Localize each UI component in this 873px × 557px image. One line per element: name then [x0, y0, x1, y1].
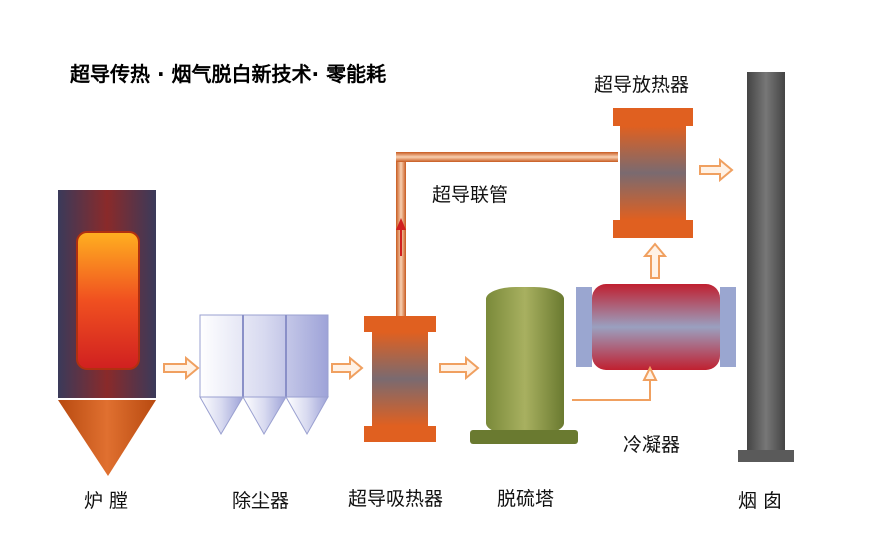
label-sc-pipe: 超导联管	[432, 184, 509, 206]
chimney	[738, 72, 794, 462]
sc-absorber-bottom-cap	[364, 426, 436, 442]
dust-collector	[199, 314, 329, 436]
dust-hopper-3	[285, 396, 329, 436]
label-sc-absorber: 超导吸热器	[348, 488, 444, 510]
arrow-absorber-to-tower	[439, 355, 480, 381]
condenser	[576, 284, 736, 370]
pipe-horizontal	[396, 152, 618, 162]
sc-releaser	[613, 108, 693, 238]
sc-absorber-body	[372, 332, 428, 426]
diagram-title: 超导传热 · 烟气脱白新技术· 零能耗	[70, 62, 387, 86]
condenser-right-flange	[720, 287, 736, 367]
arrow-tower-to-condenser-head	[642, 365, 658, 381]
label-chimney: 烟 囱	[738, 490, 783, 512]
sc-absorber-top-cap	[364, 316, 436, 332]
sc-releaser-bottom-cap	[613, 220, 693, 238]
superconducting-pipe	[396, 152, 618, 317]
tower-base	[470, 430, 578, 444]
tower-body	[486, 287, 564, 435]
pipe-flow-arrow	[396, 218, 406, 230]
chimney-stack	[747, 72, 785, 454]
label-condenser: 冷凝器	[623, 434, 681, 456]
desulfurization-tower	[470, 287, 578, 444]
label-sc-releaser: 超导放热器	[594, 74, 690, 96]
sc-absorber	[364, 316, 436, 442]
dust-hopper-2	[242, 396, 287, 435]
flow-arrows	[163, 157, 734, 401]
condenser-left-flange	[576, 287, 592, 367]
furnace-flame	[76, 231, 140, 370]
arrow-furnace-to-dust	[163, 355, 200, 381]
dust-hopper-1	[199, 396, 244, 435]
furnace	[58, 190, 156, 476]
furnace-hopper	[58, 400, 156, 476]
arrow-tower-to-condenser	[572, 376, 651, 401]
dust-collector-body	[199, 314, 329, 398]
condenser-body	[592, 284, 720, 370]
label-furnace: 炉 膛	[84, 490, 129, 512]
chimney-base	[738, 450, 794, 462]
label-dust-collector: 除尘器	[232, 490, 290, 512]
sc-releaser-top-cap	[613, 108, 693, 126]
arrow-condenser-to-releaser	[642, 242, 668, 279]
arrow-dust-to-absorber	[331, 355, 364, 381]
sc-releaser-body	[620, 126, 686, 220]
label-desulfurization-tower: 脱硫塔	[497, 488, 555, 510]
arrow-releaser-to-chimney	[699, 157, 734, 183]
